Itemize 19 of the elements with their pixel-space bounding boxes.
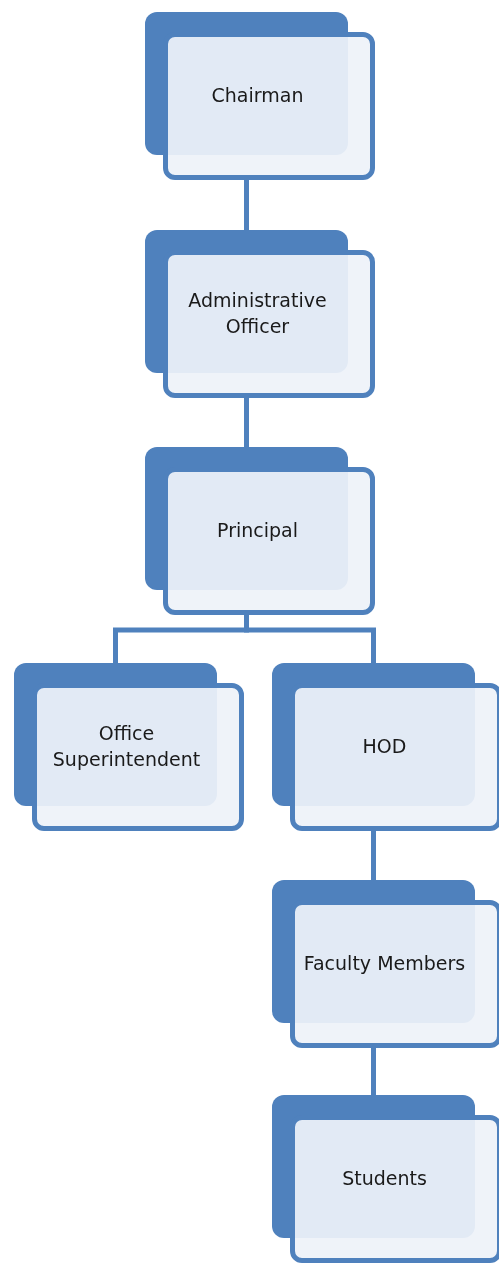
org-box (145, 12, 375, 180)
org-box (145, 447, 375, 615)
org-box (272, 663, 499, 831)
role-label: Faculty Members (303, 950, 466, 976)
org-box (14, 663, 244, 831)
connector-line (371, 831, 376, 880)
connector-line (244, 180, 249, 230)
connector-line (244, 398, 249, 447)
role-label: HOD (362, 733, 407, 759)
role-label: Students (342, 1165, 427, 1191)
org-box (272, 1095, 499, 1263)
role-label: Administrative Officer (187, 287, 328, 339)
connector-line (371, 1048, 376, 1095)
role-label: Chairman (211, 82, 304, 108)
connector-line (244, 615, 376, 663)
role-label: Office Superintendent (51, 720, 202, 772)
org-box (145, 230, 375, 398)
org-box (272, 880, 499, 1048)
role-label: Principal (217, 517, 298, 543)
